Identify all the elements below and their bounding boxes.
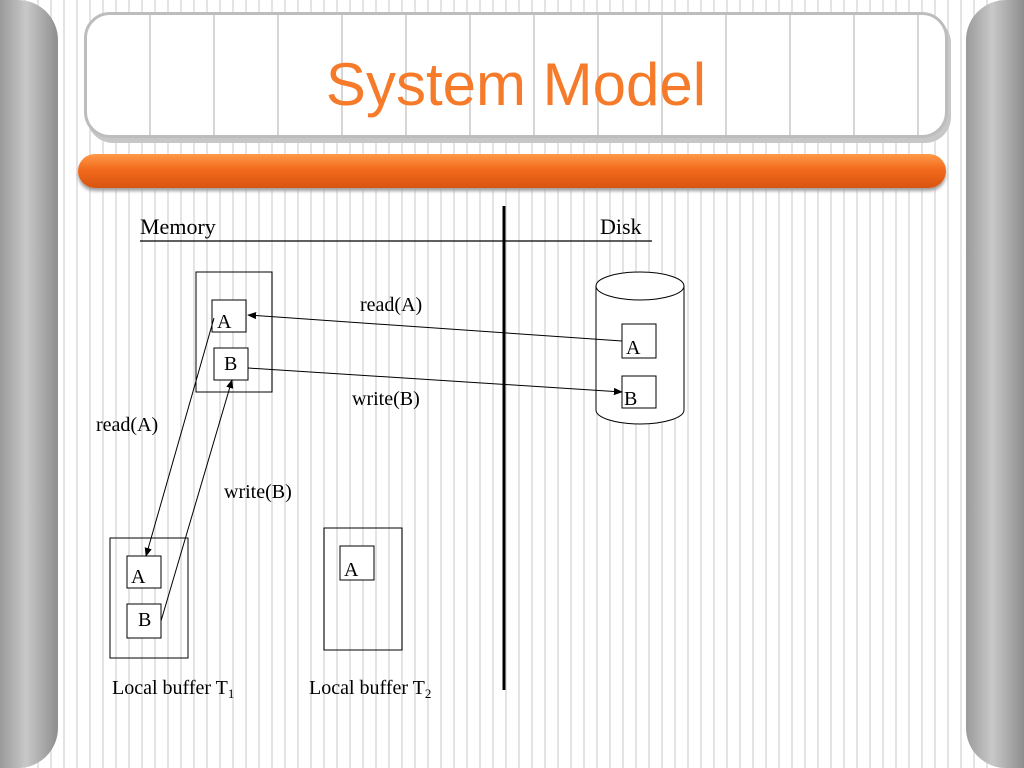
title-panel: System Model xyxy=(84,12,948,138)
disk-cell-a-label: A xyxy=(626,337,641,359)
local-buffer-t2-label-text: Local buffer T xyxy=(309,677,425,699)
edge-label-read-a-local: read(A) xyxy=(96,414,159,436)
local-buffer-t1-block xyxy=(109,537,189,659)
disk-cell-b-label: B xyxy=(624,388,638,410)
arrow-memory-a-to-t1-a xyxy=(144,317,215,557)
edge-label-write-b-disk: write(B) xyxy=(352,388,420,410)
local-buffer-t1-label: Local buffer T1 xyxy=(112,678,234,700)
arrow-disk-a-to-memory-a xyxy=(247,311,623,342)
memory-cell-a xyxy=(211,299,247,333)
title-accent-bar xyxy=(78,154,946,188)
edge-label-write-b-local: write(B) xyxy=(224,481,292,503)
local-buffer-t2-block xyxy=(323,527,403,651)
local-buffer-t2-subscript: 2 xyxy=(424,686,432,701)
local-buffer-t2-label: Local buffer T2 xyxy=(309,678,431,700)
edge-label-read-a-disk: read(A) xyxy=(360,294,423,316)
t2-cell-a-label: A xyxy=(344,559,359,581)
local-buffer-t1-subscript: 1 xyxy=(227,686,235,701)
t2-cell-a xyxy=(339,545,375,581)
t1-cell-a-label: A xyxy=(131,566,146,588)
right-decorative-pillar xyxy=(966,0,1024,768)
left-decorative-pillar xyxy=(0,0,58,768)
local-buffer-t1-label-text: Local buffer T xyxy=(112,677,228,699)
t1-cell-b-label: B xyxy=(138,609,152,631)
arrow-t1-b-to-memory-b xyxy=(160,379,234,622)
t1-cell-b xyxy=(126,603,162,639)
disk-label: Disk xyxy=(600,214,642,239)
arrow-memory-b-to-disk-b xyxy=(247,367,623,396)
memory-block xyxy=(195,271,273,393)
memory-cell-a-label: A xyxy=(217,311,232,333)
memory-cell-b-label: B xyxy=(224,353,238,375)
slide-title: System Model xyxy=(325,51,707,118)
t1-cell-a xyxy=(126,555,162,589)
memory-cell-b xyxy=(213,347,249,381)
disk-cell-a xyxy=(621,323,657,359)
memory-label: Memory xyxy=(140,214,216,239)
